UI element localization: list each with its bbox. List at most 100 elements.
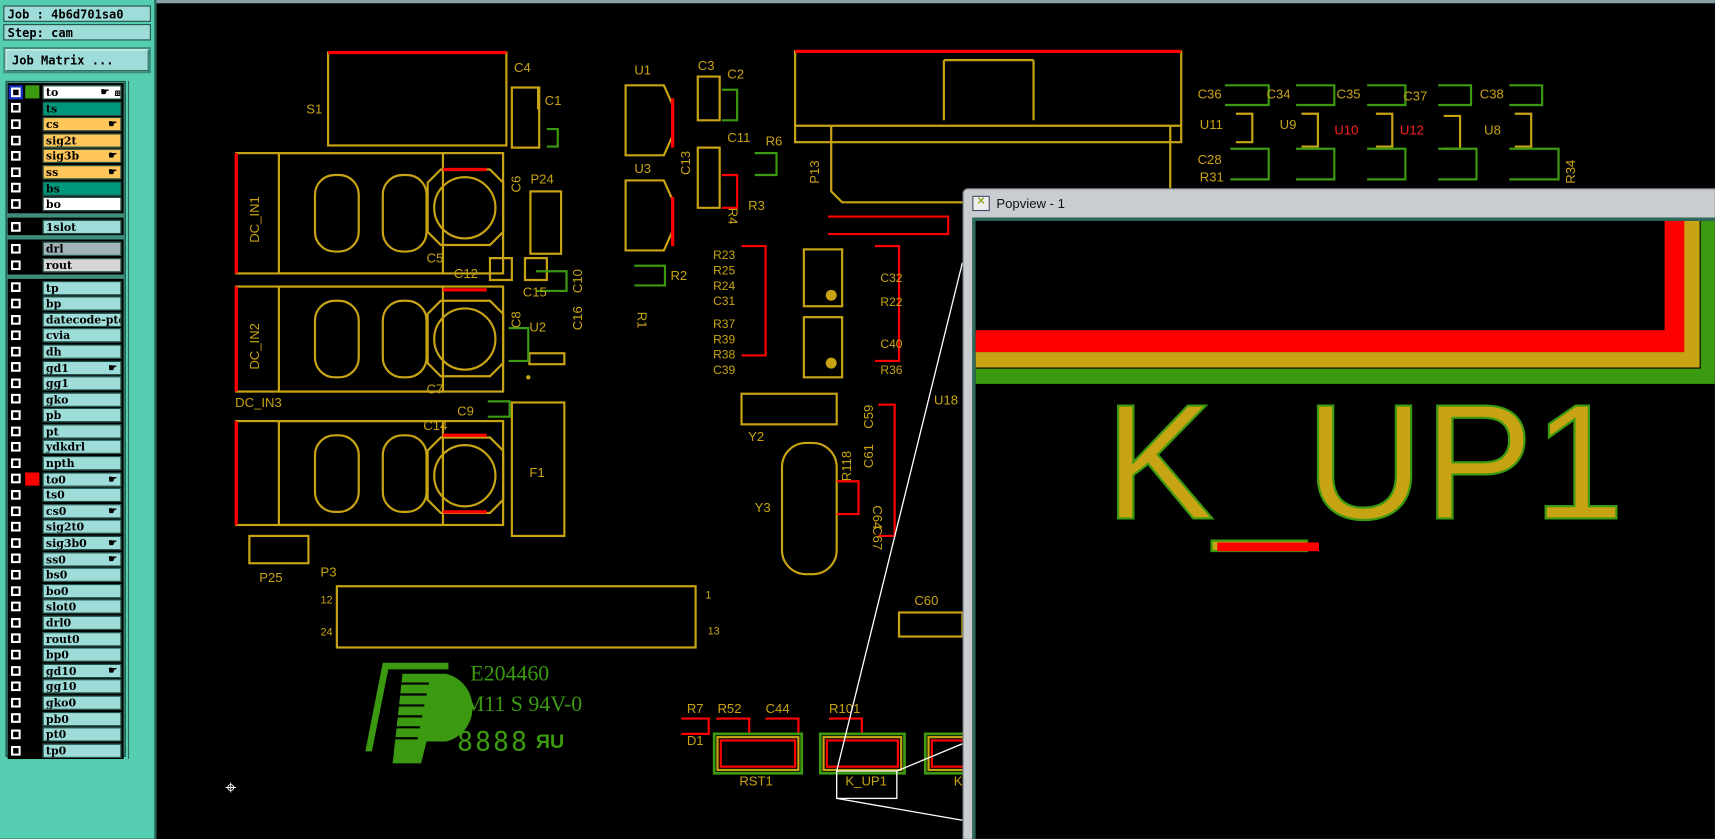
layer-visibility-checkbox[interactable] — [9, 648, 22, 661]
layer-row-cvia[interactable]: cvia — [8, 327, 124, 343]
layer-name[interactable]: gko0 — [42, 695, 122, 710]
layer-visibility-checkbox[interactable] — [9, 258, 22, 271]
layer-visibility-checkbox[interactable] — [9, 409, 22, 422]
layer-visibility-checkbox[interactable] — [9, 712, 22, 725]
layer-name[interactable]: sig2t — [42, 133, 122, 148]
layer-name[interactable]: gko — [42, 392, 122, 407]
layer-visibility-checkbox[interactable] — [9, 696, 22, 709]
layer-row-gg1[interactable]: gg1 — [8, 375, 124, 391]
layer-name[interactable]: dh — [42, 344, 122, 359]
layer-name[interactable]: pb — [42, 408, 122, 423]
layer-row-rout0[interactable]: rout0 — [8, 631, 124, 647]
layer-name[interactable]: rout — [42, 258, 122, 273]
layer-name[interactable]: gd10☛ — [42, 663, 122, 678]
layer-color-swatch[interactable] — [25, 85, 40, 99]
layer-row-bp0[interactable]: bp0 — [8, 647, 124, 663]
layer-name[interactable]: npth — [42, 456, 122, 471]
layer-row-rout[interactable]: rout — [8, 257, 124, 273]
layer-row-pt0[interactable]: pt0 — [8, 726, 124, 742]
layer-name[interactable]: rout0 — [42, 631, 122, 646]
layer-name[interactable]: ts0 — [42, 488, 122, 503]
layer-row-bo[interactable]: bo — [8, 196, 124, 212]
layer-row-tp[interactable]: tp — [8, 279, 124, 295]
layer-row-bo0[interactable]: bo0 — [8, 583, 124, 599]
layer-name[interactable]: drl — [42, 242, 122, 257]
layer-name[interactable]: sig3b0☛ — [42, 535, 122, 551]
layer-row-slot0[interactable]: slot0 — [8, 599, 124, 615]
layer-name[interactable]: 1slot — [42, 219, 122, 234]
layer-visibility-checkbox[interactable] — [9, 329, 22, 342]
layer-name[interactable]: bo0 — [42, 583, 122, 599]
layer-row-datecode-ptop[interactable]: datecode-ptop — [8, 311, 124, 327]
layer-row-pb0[interactable]: pb0 — [8, 710, 124, 726]
layer-row-drl0[interactable]: drl0 — [8, 615, 124, 631]
layer-name[interactable]: tp0 — [42, 743, 122, 758]
layer-visibility-checkbox[interactable] — [9, 118, 22, 131]
layer-visibility-checkbox[interactable] — [9, 281, 22, 294]
popview-titlebar[interactable]: ✕ Popview - 1 — [972, 192, 1065, 214]
layer-row-gko0[interactable]: gko0 — [8, 694, 124, 710]
layer-row-cs[interactable]: cs☛ — [8, 116, 124, 132]
layer-name[interactable]: bo — [42, 197, 122, 212]
layer-name[interactable]: gd1☛ — [42, 360, 122, 375]
layer-visibility-checkbox[interactable] — [9, 680, 22, 693]
layer-visibility-checkbox[interactable] — [9, 150, 22, 163]
layer-visibility-checkbox[interactable] — [9, 181, 22, 194]
layer-visibility-checkbox[interactable] — [9, 616, 22, 629]
layer-name[interactable]: to☛⊞ — [42, 85, 122, 100]
layer-name[interactable]: gg1 — [42, 376, 122, 391]
layer-row-npth[interactable]: npth — [8, 455, 124, 471]
layer-visibility-checkbox[interactable] — [9, 664, 22, 677]
job-matrix-button[interactable]: Job Matrix ... — [5, 49, 149, 72]
popview-canvas[interactable]: K_UP1 — [972, 217, 1715, 839]
layer-row-gd1[interactable]: gd1☛ — [8, 359, 124, 375]
layer-visibility-checkbox[interactable] — [9, 441, 22, 454]
layer-visibility-checkbox[interactable] — [9, 552, 22, 565]
layer-name[interactable]: cs☛ — [42, 117, 122, 132]
layer-row-gd10[interactable]: gd10☛ — [8, 663, 124, 679]
layer-visibility-checkbox[interactable] — [9, 297, 22, 310]
layer-name[interactable]: bs — [42, 181, 122, 196]
layer-row-to[interactable]: to☛⊞ — [8, 84, 124, 100]
layer-name[interactable]: pb0 — [42, 711, 122, 726]
layer-visibility-checkbox[interactable] — [9, 361, 22, 374]
layer-name[interactable]: ts — [42, 101, 122, 116]
layer-row-bp[interactable]: bp — [8, 295, 124, 311]
layer-row-ss[interactable]: ss☛ — [8, 164, 124, 180]
layer-name[interactable]: sig3b☛ — [42, 149, 122, 164]
layer-name[interactable]: bs0 — [42, 567, 122, 583]
layer-name[interactable]: pt0 — [42, 727, 122, 742]
layer-visibility-checkbox[interactable] — [9, 220, 22, 233]
layer-visibility-checkbox[interactable] — [9, 457, 22, 470]
layer-name[interactable]: sig2t0 — [42, 519, 122, 535]
layer-visibility-checkbox[interactable] — [9, 568, 22, 581]
layer-row-to0[interactable]: to0☛ — [8, 471, 124, 487]
layer-visibility-checkbox[interactable] — [9, 165, 22, 179]
layer-name[interactable]: bp0 — [42, 647, 122, 662]
layer-name[interactable]: bp — [42, 296, 122, 311]
layer-visibility-checkbox[interactable] — [9, 744, 22, 757]
layer-row-bs[interactable]: bs — [8, 180, 124, 196]
layer-visibility-checkbox[interactable] — [9, 504, 22, 517]
layer-row-sig2t[interactable]: sig2t — [8, 132, 124, 148]
layer-name[interactable]: to0☛ — [42, 472, 122, 487]
layer-visibility-checkbox[interactable] — [9, 197, 22, 210]
layer-row-pb[interactable]: pb — [8, 407, 124, 423]
layer-row-ts0[interactable]: ts0 — [8, 487, 124, 503]
layer-row-bs0[interactable]: bs0 — [8, 567, 124, 583]
layer-visibility-checkbox[interactable] — [9, 536, 22, 549]
layer-name[interactable]: cs0☛ — [42, 504, 122, 519]
layer-row-sig3b0[interactable]: sig3b0☛ — [8, 535, 124, 551]
layer-visibility-checkbox[interactable] — [9, 472, 22, 486]
layer-name[interactable]: slot0 — [42, 599, 122, 615]
layer-row-ts[interactable]: ts — [8, 100, 124, 116]
layer-row-cs0[interactable]: cs0☛ — [8, 503, 124, 519]
layer-visibility-checkbox[interactable] — [9, 242, 22, 255]
layer-name[interactable]: cvia — [42, 328, 122, 343]
layer-name[interactable]: ss☛ — [42, 165, 122, 180]
layer-row-pt[interactable]: pt — [8, 423, 124, 439]
layer-visibility-checkbox[interactable] — [9, 377, 22, 390]
layer-row-ydkdrl[interactable]: ydkdrl — [8, 439, 124, 455]
layer-visibility-checkbox[interactable] — [9, 728, 22, 741]
layer-visibility-checkbox[interactable] — [9, 584, 22, 597]
